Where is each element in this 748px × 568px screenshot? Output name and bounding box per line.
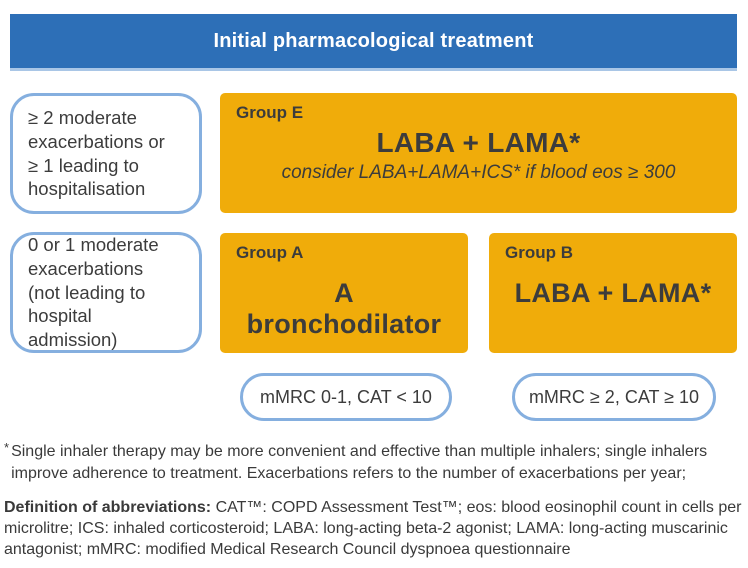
symptom-pill-high-label: mMRC ≥ 2, CAT ≥ 10 <box>528 386 700 407</box>
symptom-pill-low: mMRC 0-1, CAT < 10 <box>240 373 452 421</box>
group-e-treatment: LABA + LAMA* <box>376 127 581 158</box>
asterisk-footnote: * Single inhaler therapy may be more con… <box>4 440 742 484</box>
footnote-asterisk: * <box>4 440 10 455</box>
group-e-box: Group E LABA + LAMA* consider LABA+LAMA+… <box>220 93 737 213</box>
symptom-pill-high: mMRC ≥ 2, CAT ≥ 10 <box>512 373 716 421</box>
group-b-treatment: LABA + LAMA* <box>514 278 712 308</box>
criteria-box-exacerbations-low: 0 or 1 moderate exacerbations (not leadi… <box>10 232 202 353</box>
symptom-pill-low-label: mMRC 0-1, CAT < 10 <box>260 386 432 407</box>
page-title: Initial pharmacological treatment <box>213 29 534 52</box>
criteria-line: exacerbations or <box>28 130 165 152</box>
criteria-line: (not leading to <box>28 281 146 303</box>
group-e-label: Group E <box>236 103 304 122</box>
abbreviation-definitions: Definition of abbreviations: CAT™: COPD … <box>4 497 744 560</box>
group-a-treatment: A bronchodilator <box>246 278 442 339</box>
definitions-text: CAT™: COPD Assessment Test™; eos: blood … <box>4 499 742 559</box>
group-a-box: Group A A bronchodilator <box>220 233 468 353</box>
group-e-treatment-note: consider LABA+LAMA+ICS* if blood eos ≥ 3… <box>281 162 676 183</box>
criteria-box-exacerbations-high: ≥ 2 moderate exacerbations or ≥ 1 leadin… <box>10 93 202 214</box>
footnote-text: Single inhaler therapy may be more conve… <box>11 443 708 482</box>
criteria-line: ≥ 2 moderate <box>28 107 137 129</box>
criteria-line: 0 or 1 moderate <box>28 234 159 256</box>
definitions-label: Definition of abbreviations: <box>4 499 212 516</box>
criteria-line: hospital admission) <box>28 305 118 351</box>
criteria-line: exacerbations <box>28 258 144 279</box>
group-a-label: Group A <box>236 243 304 262</box>
criteria-line: hospitalisation <box>28 178 146 200</box>
criteria-line: ≥ 1 leading to <box>28 154 139 176</box>
group-b-label: Group B <box>505 243 573 262</box>
group-b-box: Group B LABA + LAMA* <box>489 233 737 353</box>
header-bar: Initial pharmacological treatment <box>10 14 737 71</box>
